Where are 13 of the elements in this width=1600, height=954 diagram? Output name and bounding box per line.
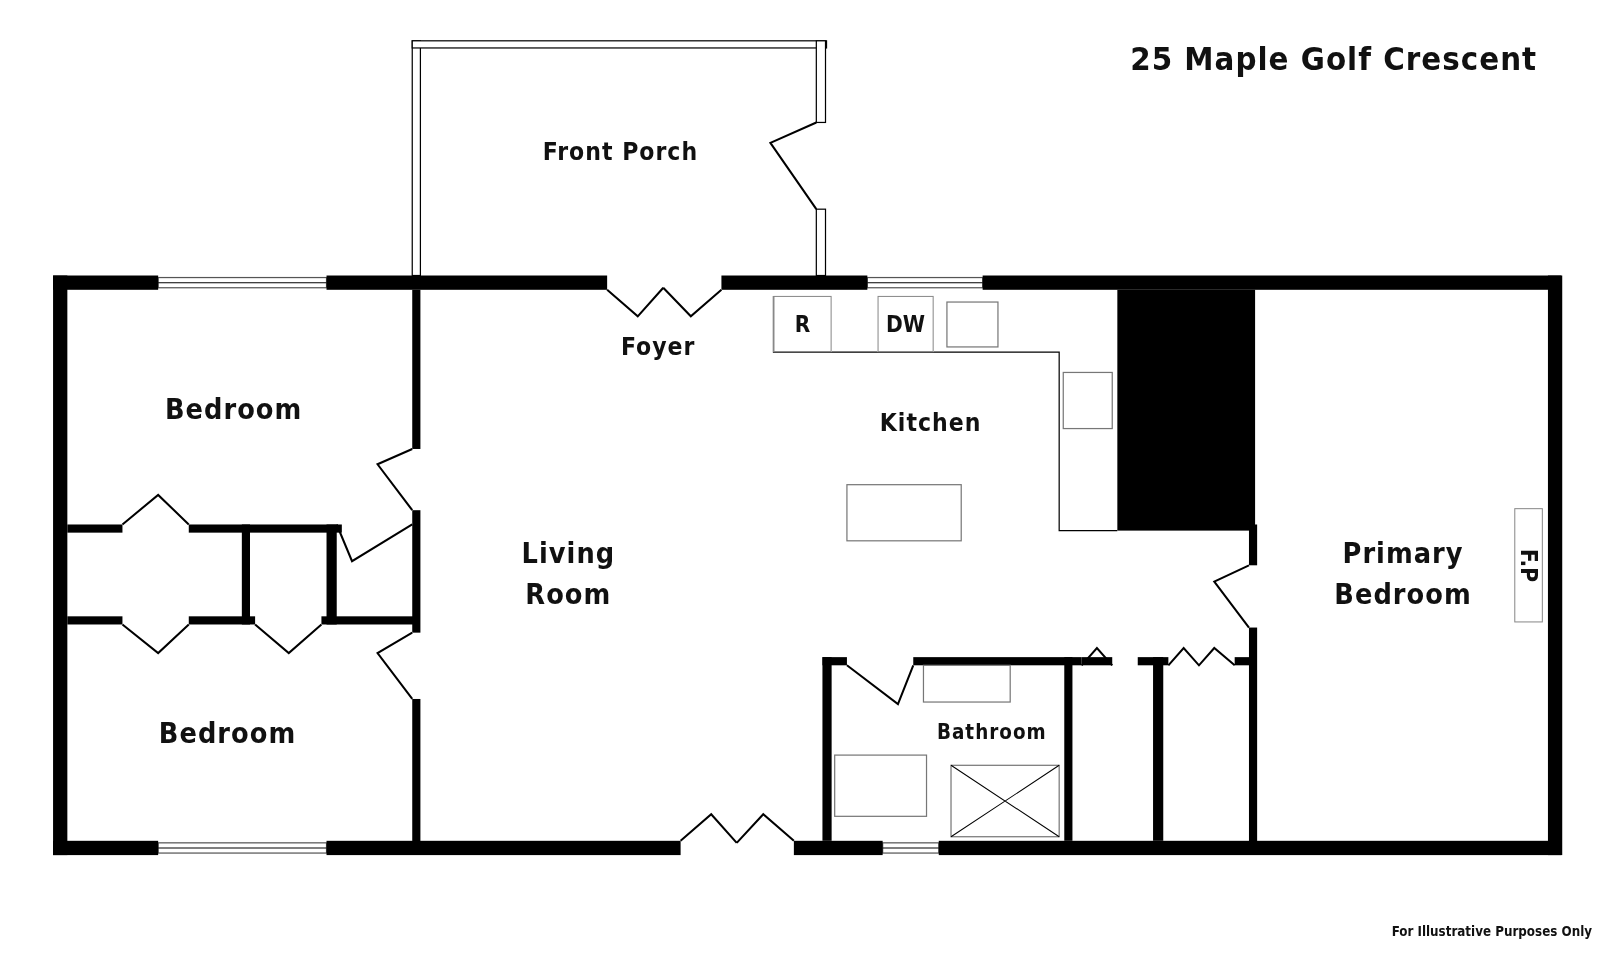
room-label: Foyer — [620, 329, 696, 365]
room-label: Bedroom — [158, 712, 297, 755]
room-label: Front Porch — [542, 134, 699, 170]
room-label: Kitchen — [879, 405, 982, 442]
refrigerator-box: R — [773, 295, 832, 353]
room-label: Bedroom — [165, 389, 303, 431]
room-label: Living Room — [491, 533, 645, 616]
note: For Illustrative Purposes Only — [1391, 923, 1592, 942]
room-label: Primary Bedroom — [1306, 533, 1500, 616]
dishwasher-box: DW — [877, 295, 934, 353]
room-label: Bathroom — [936, 717, 1047, 748]
fireplace-box: F.P — [1514, 508, 1543, 623]
title: 25 Maple Golf Crescent — [1130, 38, 1538, 81]
